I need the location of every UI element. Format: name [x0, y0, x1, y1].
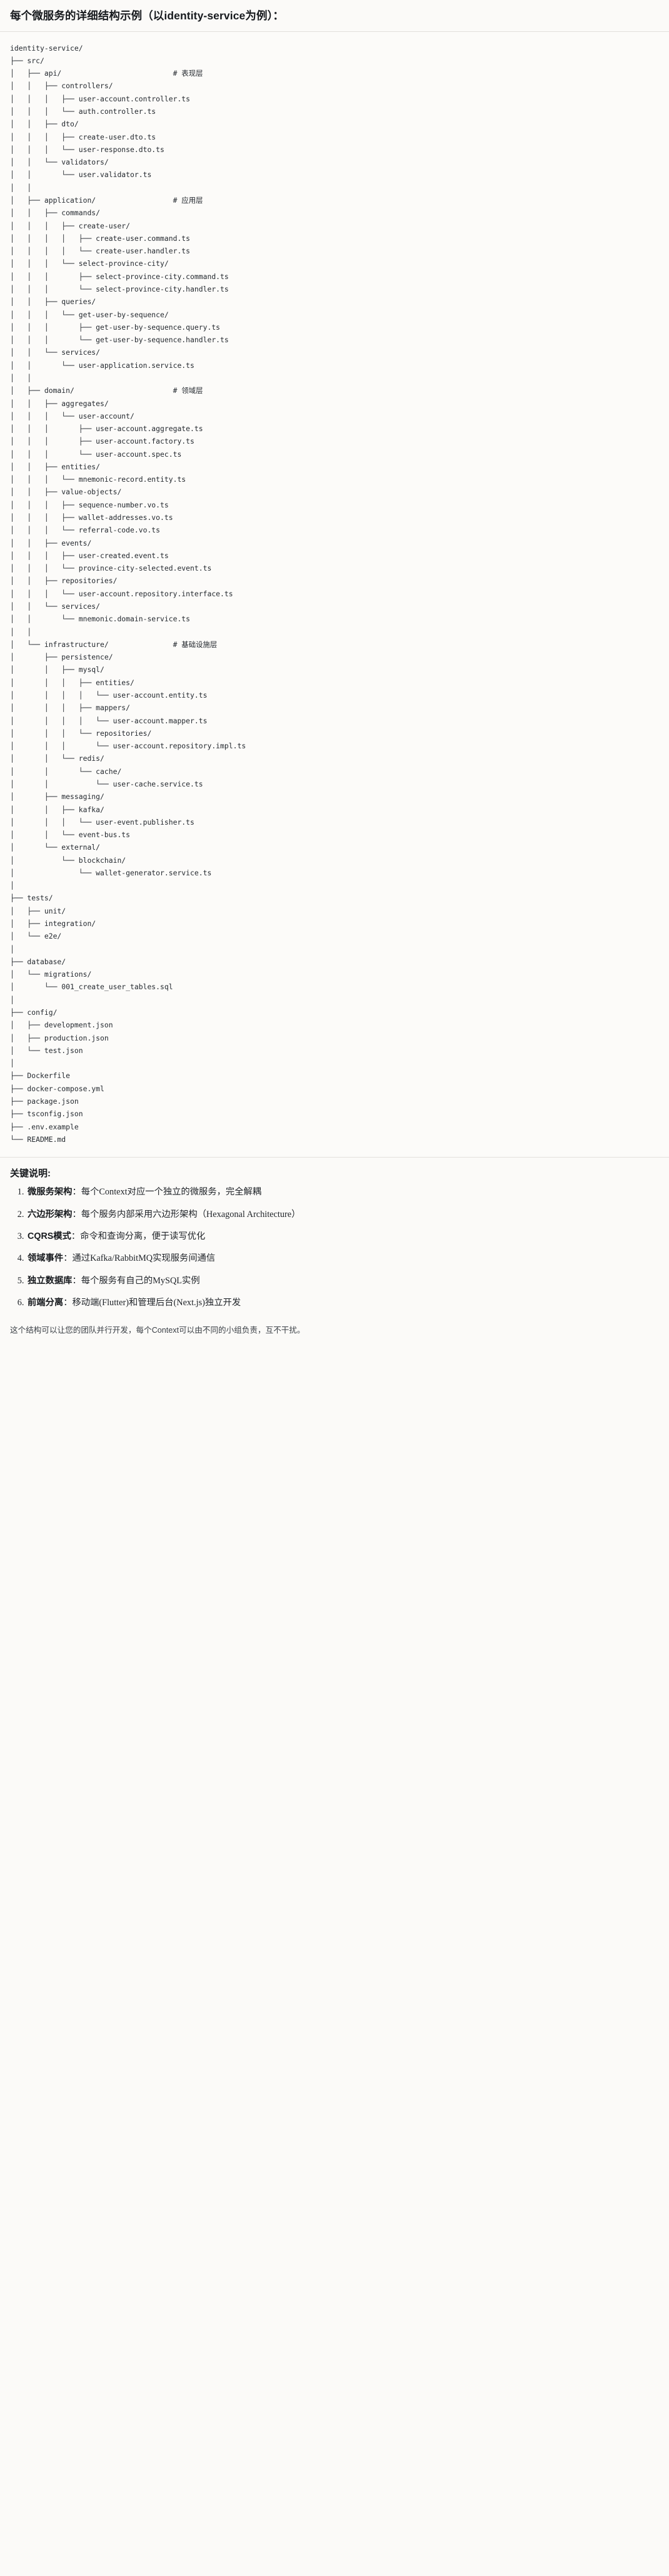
- footer-note: 这个结构可以让您的团队并行开发，每个Context可以由不同的小组负责，互不干扰…: [10, 1325, 305, 1335]
- divider-bottom: [0, 1157, 669, 1158]
- key-description: 通过Kafka/RabbitMQ实现服务间通信: [72, 1253, 216, 1264]
- directory-tree: identity-service/ ├── src/ │ ├── api/ # …: [10, 43, 246, 1144]
- key-term: 领域事件: [28, 1253, 64, 1264]
- key-points-section: 关键说明: 微服务架构：每个Context对应一个独立的微服务，完全解耦 六边形…: [0, 1158, 669, 1321]
- key-term: 独立数据库: [28, 1275, 73, 1286]
- divider-top: [0, 31, 669, 32]
- key-points-title: 关键说明:: [10, 1168, 51, 1179]
- key-separator: ：: [71, 1231, 81, 1241]
- list-item: CQRS模式：命令和查询分离，便于读写优化: [26, 1230, 659, 1243]
- key-term: 微服务架构: [28, 1187, 73, 1198]
- document-page: 每个微服务的详细结构示例（以identity-service为例）： ident…: [0, 0, 669, 1348]
- list-item: 微服务架构：每个Context对应一个独立的微服务，完全解耦: [26, 1186, 659, 1199]
- list-item: 前端分离：移动端(Flutter)和管理后台(Next.js)独立开发: [26, 1296, 659, 1310]
- key-separator: ：: [72, 1187, 81, 1198]
- list-item: 六边形架构：每个服务内部采用六边形架构（Hexagonal Architectu…: [26, 1208, 659, 1221]
- key-description: 移动端(Flutter)和管理后台(Next.js)独立开发: [72, 1298, 241, 1308]
- key-term: 六边形架构: [28, 1209, 73, 1219]
- key-term: CQRS模式: [28, 1231, 71, 1241]
- directory-tree-block: identity-service/ ├── src/ │ ├── api/ # …: [0, 31, 669, 1158]
- key-separator: ：: [72, 1209, 81, 1219]
- key-description: 每个服务内部采用六边形架构（Hexagonal Architecture）: [81, 1209, 301, 1219]
- list-item: 领域事件：通过Kafka/RabbitMQ实现服务间通信: [26, 1252, 659, 1265]
- key-description: 每个服务有自己的MySQL实例: [81, 1275, 200, 1286]
- key-separator: ：: [63, 1253, 73, 1264]
- key-term: 前端分离: [28, 1298, 64, 1308]
- key-description: 命令和查询分离，便于读写优化: [80, 1231, 206, 1241]
- list-item: 独立数据库：每个服务有自己的MySQL实例: [26, 1275, 659, 1288]
- key-points-list: 微服务架构：每个Context对应一个独立的微服务，完全解耦 六边形架构：每个服…: [10, 1186, 659, 1310]
- page-title: 每个微服务的详细结构示例（以identity-service为例）：: [10, 9, 284, 22]
- key-separator: ：: [63, 1298, 73, 1308]
- key-description: 每个Context对应一个独立的微服务，完全解耦: [81, 1187, 262, 1198]
- key-separator: ：: [72, 1275, 81, 1286]
